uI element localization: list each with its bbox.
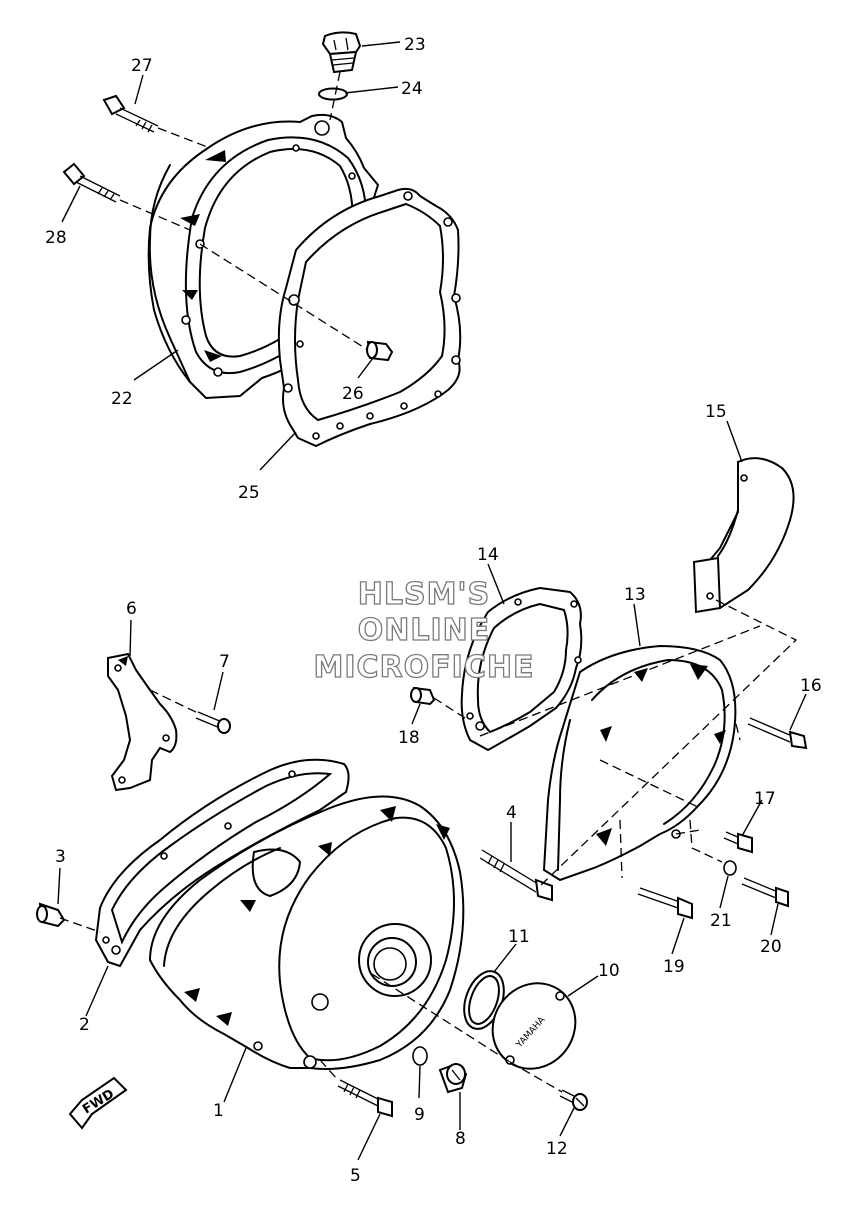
part-23-oil-filler-cap: [321, 31, 362, 74]
callout-6: 6: [126, 599, 137, 619]
part-9-washer: [412, 1046, 428, 1066]
watermark-line2: ONLINE: [358, 613, 491, 648]
part-19-bolt: [637, 887, 693, 920]
callout-3: 3: [55, 847, 66, 867]
part-7-bolt: [195, 711, 231, 734]
part-25-gasket: [277, 187, 462, 448]
part-15-side-panel: [692, 457, 795, 614]
part-27-bolt: [102, 94, 159, 133]
callout-13: 13: [624, 585, 646, 605]
callout-18: 18: [398, 728, 420, 748]
callout-8: 8: [455, 1129, 466, 1149]
part-4-bolt: [479, 849, 553, 902]
watermark-line3: MICROFICHE: [314, 650, 535, 685]
leader-lines: [57, 41, 807, 1161]
part-21-washer: [723, 860, 737, 876]
part-10-cover-cap: YAMAHA: [491, 982, 577, 1070]
part-1-crankcase-cover: [148, 795, 465, 1070]
callout-10: 10: [598, 961, 620, 981]
callout-5: 5: [350, 1166, 361, 1186]
part-20-bolt: [741, 877, 789, 908]
part-18-dowel-pin: [410, 686, 436, 706]
callout-11: 11: [508, 927, 530, 947]
callout-19: 19: [663, 957, 685, 977]
callout-23: 23: [404, 35, 426, 55]
callout-21: 21: [710, 911, 732, 931]
part-16-bolt: [747, 717, 808, 750]
callout-16: 16: [800, 676, 822, 696]
callout-25: 25: [238, 483, 260, 503]
watermark-line1: HLSM'S: [358, 577, 490, 612]
callout-28: 28: [45, 228, 67, 248]
callout-24: 24: [401, 79, 423, 99]
part-6-bracket: [107, 652, 178, 792]
part-14-gasket: [460, 586, 583, 752]
callout-2: 2: [79, 1015, 90, 1035]
callout-14: 14: [477, 545, 499, 565]
callout-15: 15: [705, 402, 727, 422]
callout-20: 20: [760, 937, 782, 957]
part-28-bolt: [62, 162, 121, 203]
callout-22: 22: [111, 389, 133, 409]
part-8-plug: [438, 1062, 468, 1094]
callout-12: 12: [546, 1139, 568, 1159]
part-2-gasket: [94, 758, 350, 968]
part-17-bolt: [723, 831, 753, 854]
callout-27: 27: [131, 56, 153, 76]
part-5-bolt: [337, 1079, 393, 1118]
fwd-arrow-icon: FWD: [68, 1076, 128, 1130]
callout-4: 4: [506, 803, 517, 823]
callout-9: 9: [414, 1105, 425, 1125]
callout-17: 17: [754, 789, 776, 809]
part-12-screw: [559, 1089, 588, 1111]
watermark: HLSM'S ONLINE MICROFICHE: [313, 576, 535, 685]
callout-1: 1: [213, 1101, 224, 1121]
callout-numbers: 1 2 3 4 5 6 7 8 9 10 11 12 13 14 15 16 1…: [45, 35, 822, 1186]
callout-7: 7: [219, 652, 230, 672]
callout-26: 26: [342, 384, 364, 404]
part-24-o-ring: [318, 87, 348, 101]
part-3-dowel-pin: [36, 902, 66, 928]
